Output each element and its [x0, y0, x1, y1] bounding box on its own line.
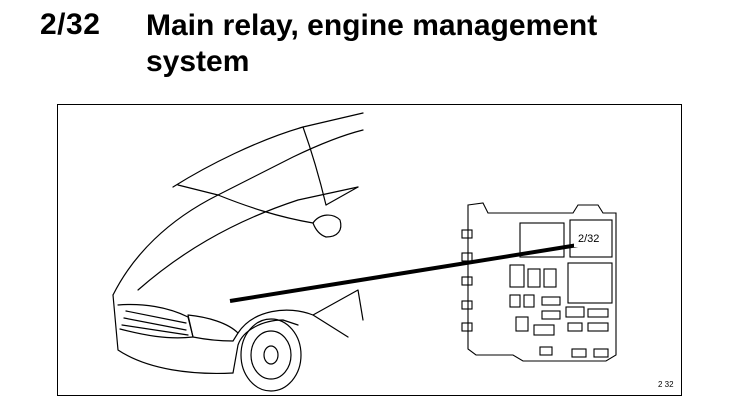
callout-label: 2/32 — [578, 233, 599, 245]
location-figure: 2/32 2 32 — [57, 104, 682, 396]
component-code: 2/32 — [40, 8, 101, 41]
figure-id: 2 32 — [658, 380, 674, 389]
figure-drawing: 2/32 2 32 — [112, 112, 674, 392]
leader-line — [229, 243, 579, 303]
car-illustration — [112, 112, 364, 392]
relay-box-diagram — [461, 202, 617, 362]
component-title: Main relay, engine management system — [146, 9, 598, 78]
